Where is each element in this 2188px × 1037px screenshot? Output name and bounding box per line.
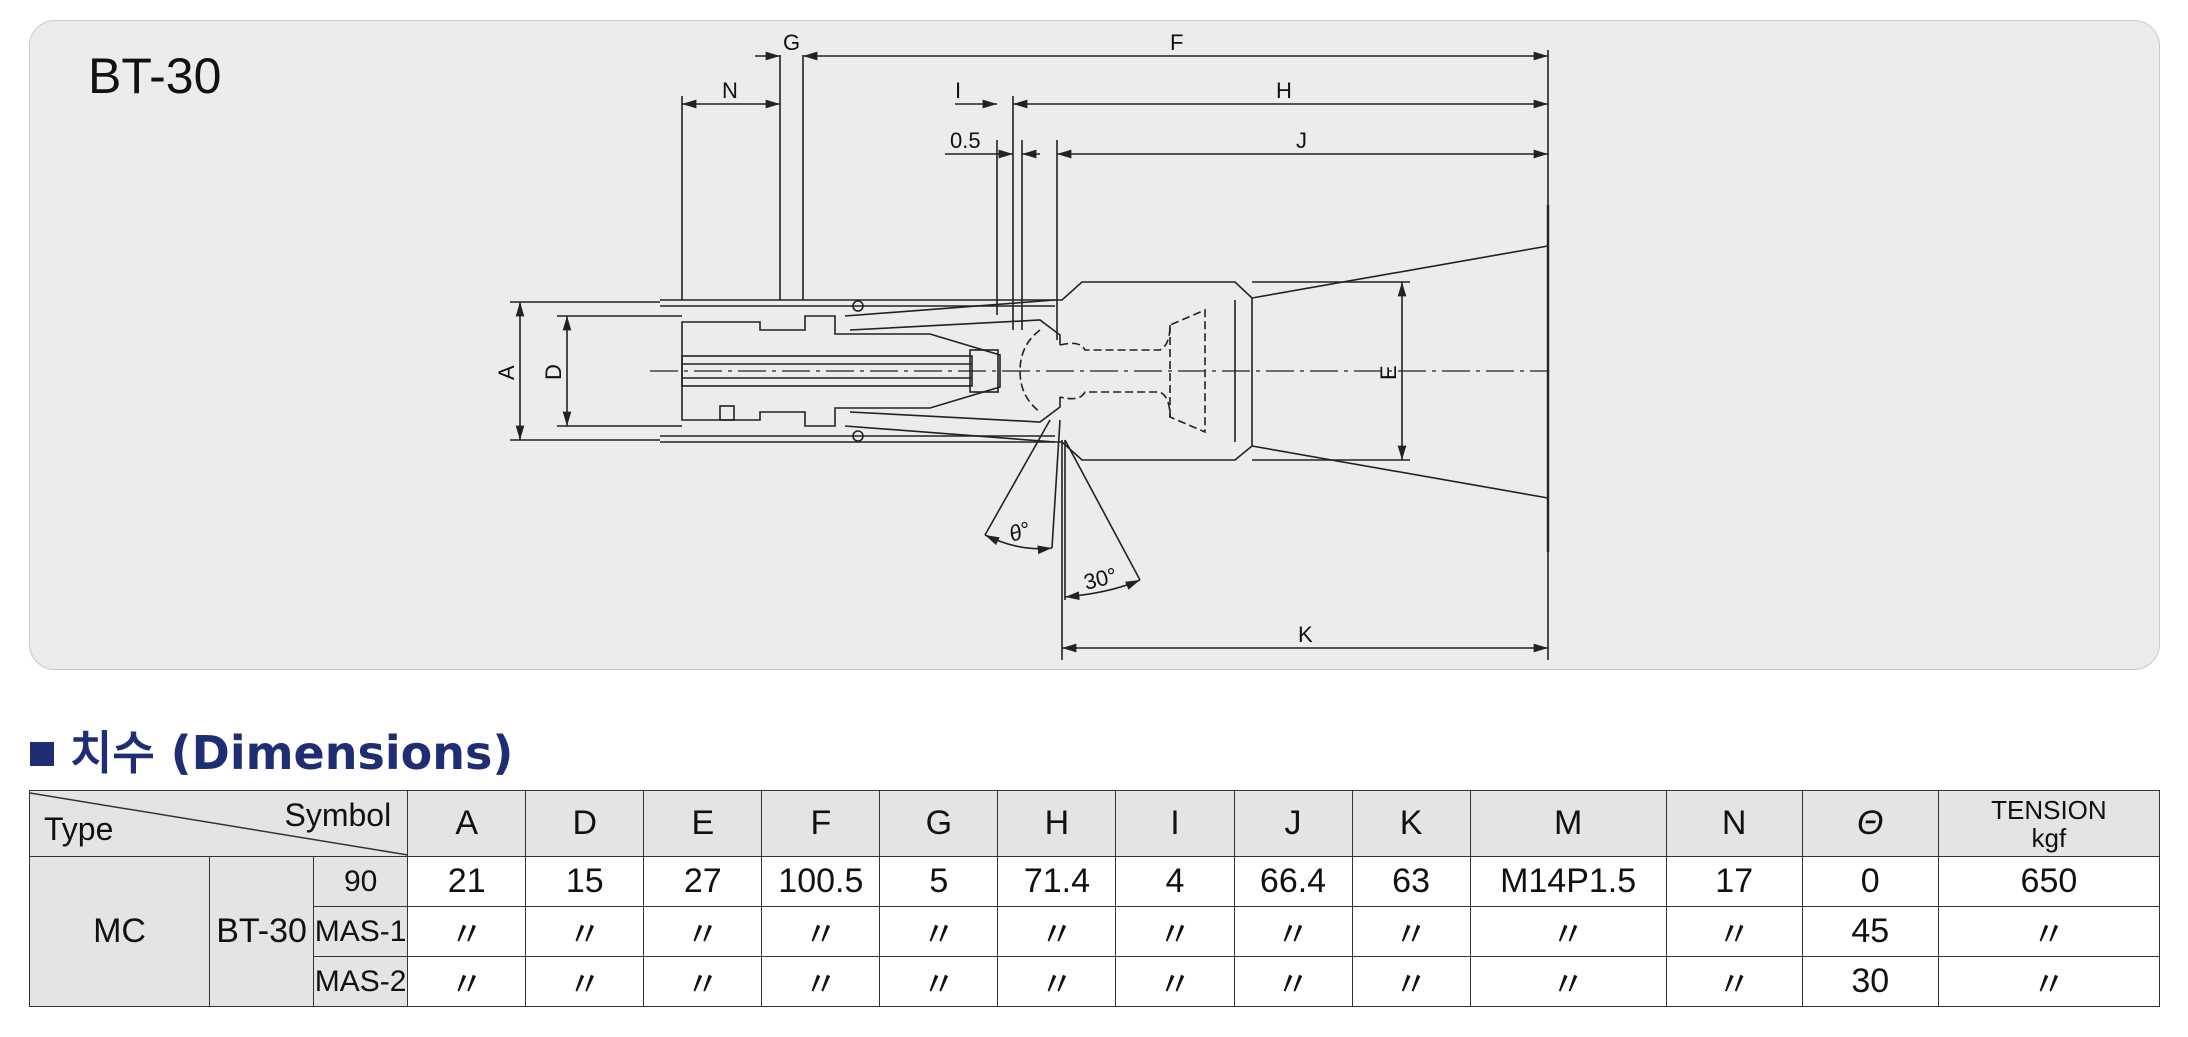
tension-header-line2: kgf [2031,822,2067,853]
table-cell: 〃 [643,906,763,957]
dim-label-i: I [955,78,961,103]
table-cell: 15 [525,856,645,907]
table-cell: 100.5 [761,856,881,907]
dim-label-a: A [494,365,519,380]
table-cell: 〃 [761,906,881,957]
row-label: MAS-1 [313,906,409,957]
table-cell: 〃 [1233,906,1353,957]
section-heading-text: 치수 (Dimensions) [70,726,514,780]
square-bullet-icon [30,742,54,766]
section-heading: 치수 (Dimensions) [30,715,513,785]
table-cell: 〃 [879,906,999,957]
table-cell: 〃 [761,956,881,1007]
dim-label-k: K [1298,622,1313,647]
dim-label-30deg: 30° [1081,563,1119,595]
table-header-row: Type Symbol A D E F G H I J K M N Θ TENS… [28,790,2161,857]
table-cell: 30 [1801,956,1939,1007]
tension-header: TENSION kgf [1937,790,2161,857]
table-cell: 〃 [997,906,1117,957]
dim-label-f: F [1170,30,1183,55]
col-header: N [1665,790,1803,857]
col-header: I [1115,790,1235,857]
table-cell: 650 [1937,856,2161,907]
table-cell: 〃 [407,906,527,957]
col-header: A [407,790,527,857]
diagonal-divider [30,792,408,856]
table-row: MC BT-30 90 21 15 27 100.5 5 71.4 4 66.4… [28,856,2161,1007]
table-row: MAS-1 〃 〃 〃 〃 〃 〃 〃 〃 〃 〃 〃 45 〃 [30,906,2161,957]
dim-label-half: 0.5 [950,128,981,153]
table-cell: 〃 [1937,906,2161,957]
dim-label-g: G [783,30,800,55]
col-header: J [1233,790,1353,857]
table-cell: 27 [643,856,763,907]
table-cell: 〃 [1665,906,1803,957]
table-cell: 17 [1665,856,1803,907]
table-cell: 〃 [643,956,763,1007]
col-header: H [997,790,1117,857]
table-cell: 〃 [1351,956,1471,1007]
col-header: E [643,790,763,857]
table-cell: 4 [1115,856,1235,907]
symbol-header-label: Symbol [284,797,392,833]
dim-label-theta: θ° [1006,517,1034,547]
table-cell: 〃 [879,956,999,1007]
drawing-panel [29,20,2160,670]
table-cell: 〃 [1233,956,1353,1007]
dimensions-table: Type Symbol A D E F G H I J K M N Θ TENS… [28,790,2161,1007]
table-cell: 〃 [1665,956,1803,1007]
col-header: Θ [1801,790,1939,857]
table-cell: 〃 [997,956,1117,1007]
table-cell: 5 [879,856,999,907]
table-cell: 0 [1801,856,1939,907]
table-cell: 〃 [407,956,527,1007]
table-cell: 〃 [1469,906,1667,957]
table-row: MAS-2 〃 〃 〃 〃 〃 〃 〃 〃 〃 〃 〃 30 〃 [30,956,2161,1007]
dim-label-d: D [541,364,566,380]
table-cell: 〃 [1115,906,1235,957]
table-cell: 63 [1351,856,1471,907]
col-header: D [525,790,645,857]
technical-drawing: G F N I H 0.5 J K A D E θ° 30° [494,30,1550,660]
table-cell: 〃 [525,956,645,1007]
table-cell: 〃 [1937,956,2161,1007]
subtype-cell: BT-30 [209,856,315,1007]
dim-label-n: N [722,78,738,103]
table-cell: 〃 [1115,956,1235,1007]
type-header-label: Type [44,811,114,847]
col-header: M [1469,790,1667,857]
table-cell: 21 [407,856,527,907]
dim-label-e: E [1376,365,1401,380]
table-cell: 〃 [1469,956,1667,1007]
row-label: 90 [313,856,409,907]
col-header: G [879,790,999,857]
row-label: MAS-2 [313,956,409,1007]
model-title: BT-30 [88,48,222,104]
table-cell: 〃 [525,906,645,957]
table-cell: 71.4 [997,856,1117,907]
dim-label-h: H [1276,78,1292,103]
table-cell: M14P1.5 [1469,856,1667,907]
col-header: K [1351,790,1471,857]
table-cell: 45 [1801,906,1939,957]
table-cell: 66.4 [1233,856,1353,907]
col-header: F [761,790,881,857]
tension-header-line1: TENSION [1991,794,2107,825]
dim-label-j: J [1296,128,1307,153]
type-group-cell: MC [28,856,211,1007]
type-symbol-header: Type Symbol [28,790,409,857]
table-cell: 〃 [1351,906,1471,957]
